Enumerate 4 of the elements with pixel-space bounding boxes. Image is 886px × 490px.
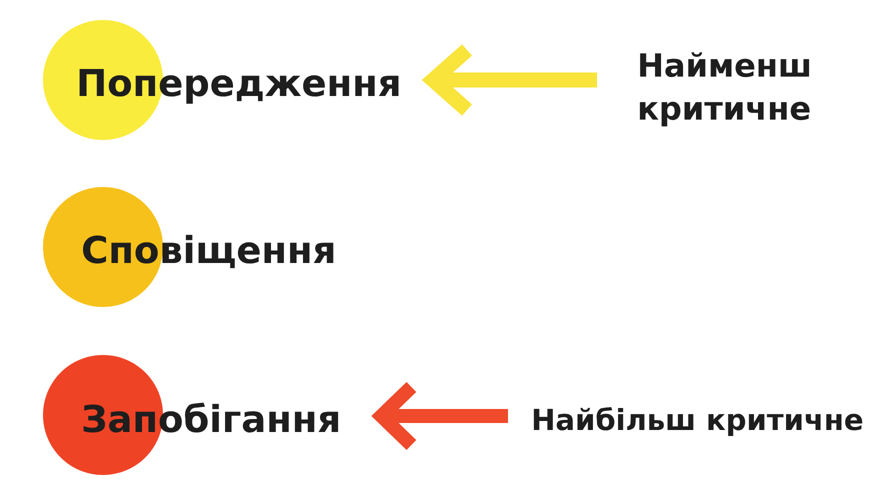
- arrow: [422, 44, 597, 116]
- arrow: [371, 382, 508, 450]
- side-label: Найбільш критичне: [534, 407, 862, 436]
- side-label: Найменш критичне: [640, 52, 810, 126]
